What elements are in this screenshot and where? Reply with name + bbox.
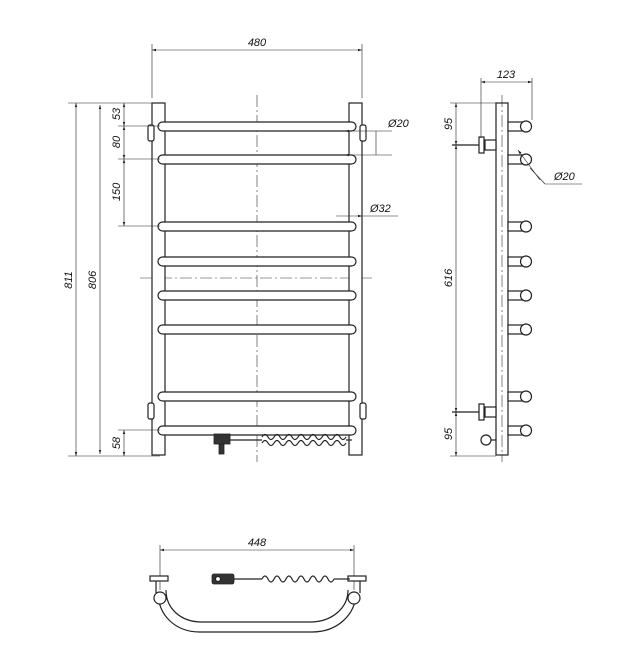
bottom-frame-outer xyxy=(157,591,357,633)
bottom-width-label: 448 xyxy=(248,537,267,549)
rung xyxy=(157,154,357,165)
bottom-left-flange xyxy=(149,575,169,582)
riser-diameter-label: Ø32 xyxy=(369,203,391,215)
rung-end xyxy=(519,255,533,268)
rung xyxy=(157,425,357,436)
rung xyxy=(157,290,357,301)
side-heater-plug xyxy=(480,434,496,446)
front-view: 480 811 806 53 80 150 58 Ø20 Ø32 xyxy=(63,37,410,462)
side-bottom-offset-label: 95 xyxy=(443,427,455,440)
bottom-gap-label: 58 xyxy=(111,436,123,449)
rung-gap-2-label: 150 xyxy=(111,182,123,201)
side-bottom-bracket xyxy=(452,403,497,421)
rung-end xyxy=(519,390,533,403)
heater-connector xyxy=(213,433,231,445)
rung-end xyxy=(519,323,533,336)
bottom-right-flange xyxy=(347,575,367,582)
bottom-left-riser-end xyxy=(153,591,167,605)
side-view: 123 95 616 95 Ø20 xyxy=(443,69,582,462)
rung xyxy=(157,391,357,402)
front-rungs xyxy=(157,121,357,436)
side-depth-label: 123 xyxy=(497,69,516,81)
rung xyxy=(157,256,357,267)
front-width-label: 480 xyxy=(248,37,267,49)
bottom-view: 448 xyxy=(149,537,367,633)
rung xyxy=(157,121,357,132)
side-top-offset-label: 95 xyxy=(443,117,455,130)
rung-end xyxy=(519,424,533,437)
bottom-right-riser-end xyxy=(347,591,361,605)
front-overall-height-label: 811 xyxy=(63,271,75,289)
rung xyxy=(157,221,357,232)
side-rungs xyxy=(507,120,533,437)
rung-end xyxy=(519,220,533,233)
right-top-mount xyxy=(359,124,367,142)
side-mount-span-label: 616 xyxy=(443,268,455,287)
heater-coil xyxy=(261,433,347,441)
left-top-mount xyxy=(147,124,155,142)
left-bottom-mount xyxy=(147,402,155,420)
right-riser xyxy=(348,102,363,456)
rung-end xyxy=(519,289,533,302)
rung xyxy=(157,324,357,335)
side-top-bracket xyxy=(452,136,497,154)
bottom-heater xyxy=(211,573,350,585)
rung-diameter-label: Ø20 xyxy=(387,118,410,130)
right-bottom-mount xyxy=(359,402,367,420)
heating-element xyxy=(213,433,352,455)
bottom-heater-coil xyxy=(261,575,335,583)
heater-plug xyxy=(218,443,225,455)
rung-gap-1-label: 80 xyxy=(111,135,123,148)
front-inner-height-label: 806 xyxy=(87,270,99,289)
side-rung-diameter-label: Ø20 xyxy=(553,171,576,183)
rung-end xyxy=(519,120,533,133)
bottom-frame-inner xyxy=(165,589,349,623)
top-gap-label: 53 xyxy=(111,107,123,120)
